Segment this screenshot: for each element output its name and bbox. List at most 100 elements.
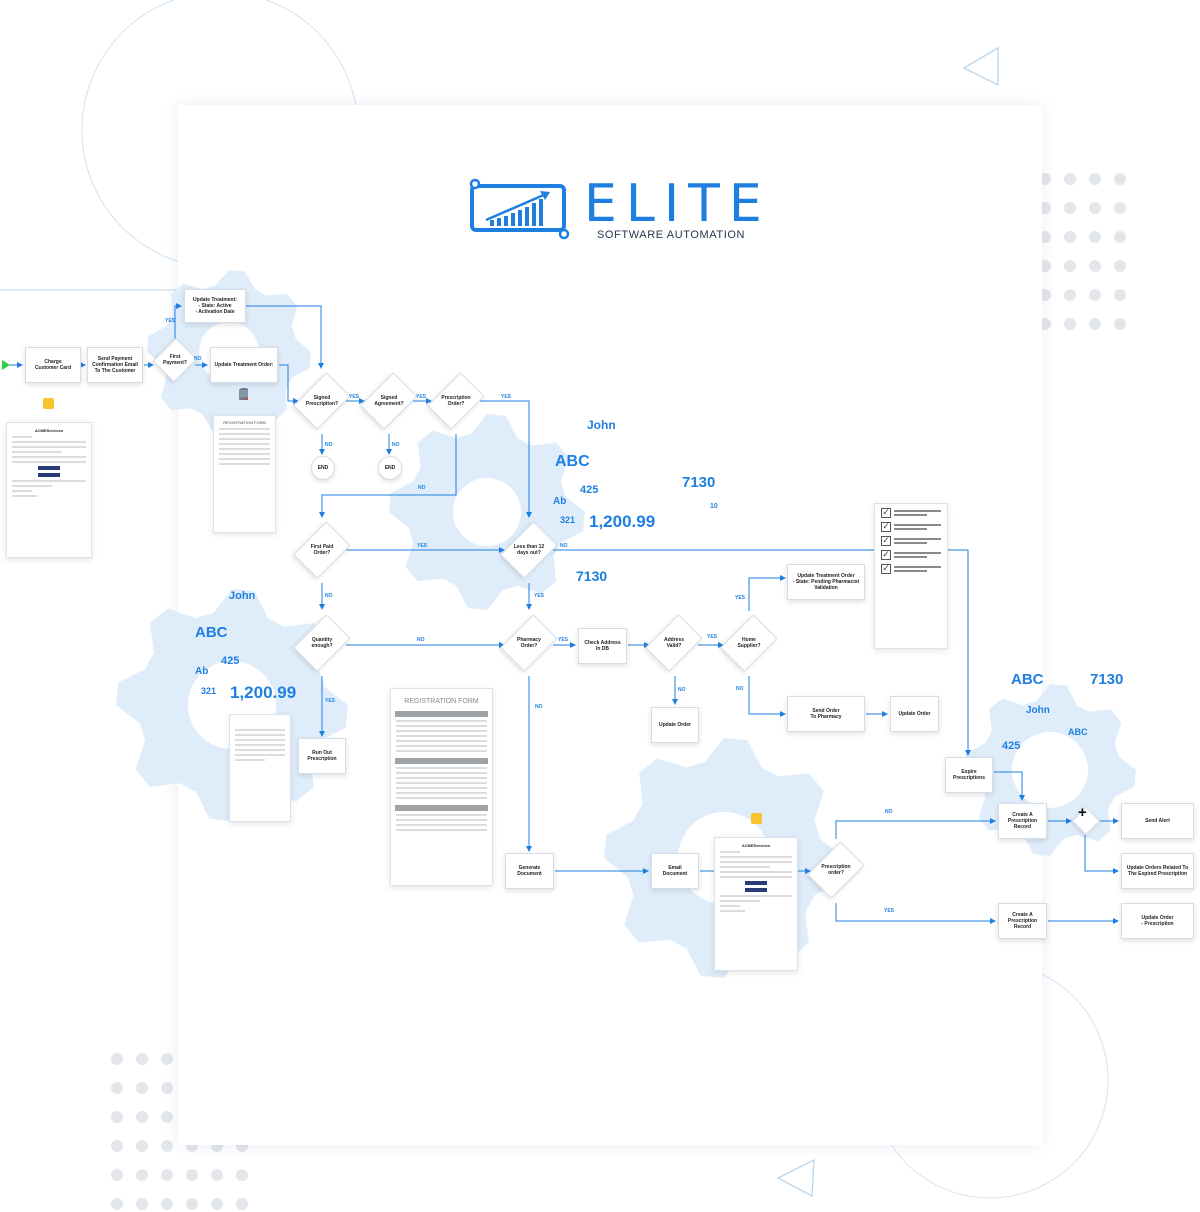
flow-connector bbox=[748, 676, 786, 717]
envelope-icon-center bbox=[751, 813, 762, 824]
flow-connector bbox=[319, 434, 457, 518]
update-orders-related-node[interactable]: Update Orders Related To The Expired Pre… bbox=[1121, 853, 1194, 889]
create-prescription-record-node-a[interactable]: Create A Prescription Record bbox=[998, 803, 1047, 839]
update-treatment-pending-node[interactable]: Update Treatment Order - State: Pending … bbox=[787, 564, 865, 600]
quantity-enough-decision[interactable]: Quantity enough? bbox=[299, 611, 345, 675]
flow-connector bbox=[174, 303, 182, 340]
generate-document-node[interactable]: Generate Document bbox=[505, 853, 554, 889]
edge-label-yes: YES bbox=[534, 593, 545, 599]
floating-john: John bbox=[229, 590, 256, 602]
prescription-order-decision-b[interactable]: Prescription order? bbox=[813, 838, 859, 902]
first-payment-decision[interactable]: First Payment? bbox=[155, 338, 195, 382]
registration-form-title: REGISTRATION FORM bbox=[223, 420, 266, 425]
send-order-pharmacy-node[interactable]: Send Order To Pharmacy bbox=[787, 696, 865, 732]
edge-label-no: NO bbox=[678, 687, 686, 693]
edge-label-no: NO bbox=[535, 704, 543, 710]
edge-label-no: NO bbox=[392, 442, 400, 448]
send-alert-node[interactable]: Send Alert bbox=[1121, 803, 1194, 839]
checklist-icon: ✓ ✓ ✓ ✓ ✓ bbox=[875, 508, 947, 574]
edge-label-yes: YES bbox=[501, 394, 512, 400]
floating-amount: 1,200.99 bbox=[230, 683, 297, 702]
edge-label-yes: YES bbox=[165, 318, 176, 324]
start-marker bbox=[2, 360, 10, 370]
flow-connector bbox=[246, 305, 324, 369]
check-address-node[interactable]: Check Address In DB bbox=[578, 628, 627, 664]
envelope-icon bbox=[43, 398, 54, 409]
edge-label-no: NO bbox=[736, 686, 744, 692]
expire-prescriptions-node[interactable]: Expire Prescriptions bbox=[945, 757, 993, 793]
floating-7130: 7130 bbox=[682, 474, 716, 491]
update-order-node-a[interactable]: Update Order bbox=[651, 707, 699, 743]
floating-7130: 7130 bbox=[1090, 671, 1124, 688]
floating-john: John bbox=[587, 418, 616, 432]
floating-7130: 7130 bbox=[576, 568, 608, 584]
charge-customer-card-node[interactable]: Charge Customer Card bbox=[25, 347, 81, 383]
floating-425: 425 bbox=[580, 484, 599, 496]
checklist-document: ✓ ✓ ✓ ✓ ✓ bbox=[874, 503, 948, 649]
floating-ab: Ab bbox=[553, 496, 567, 507]
registration-form-small: REGISTRATION FORM bbox=[213, 415, 276, 533]
floating-abc: ABC bbox=[555, 453, 590, 470]
edge-label-yes: YES bbox=[707, 634, 718, 640]
edge-label-no: NO bbox=[417, 637, 425, 643]
email-preview-left: ACMEServices bbox=[6, 422, 92, 558]
floating-abc: ABC bbox=[195, 624, 228, 641]
home-supplier-decision[interactable]: Home Supplier? bbox=[726, 611, 772, 675]
floating-amount: 1,200.99 bbox=[589, 512, 656, 531]
update-order-node-b[interactable]: Update Order bbox=[890, 696, 939, 732]
edge-label-yes: YES bbox=[416, 394, 427, 400]
update-treatment-order-node[interactable]: Update Treatment Order: bbox=[210, 347, 278, 383]
flow-connector bbox=[279, 364, 299, 404]
less-than-12-days-decision[interactable]: Less than 12 days out? bbox=[506, 518, 552, 582]
floating-john: John bbox=[1026, 705, 1050, 716]
floating-321: 321 bbox=[560, 515, 576, 525]
edge-label-yes: YES bbox=[349, 394, 360, 400]
update-order-prescription-node[interactable]: Update Order - Prescription bbox=[1121, 903, 1194, 939]
flow-connector bbox=[994, 771, 1025, 801]
registration-form-large: REGISTRATION FORM bbox=[390, 688, 493, 886]
database-icon bbox=[239, 388, 248, 400]
floating-321: 321 bbox=[201, 686, 217, 696]
prescription-order-decision[interactable]: Prescription Order? bbox=[433, 369, 479, 433]
edge-label-no: NO bbox=[325, 593, 333, 599]
edge-label-yes: YES bbox=[735, 595, 746, 601]
plus-icon: + bbox=[1078, 804, 1087, 821]
update-treatment-active-node[interactable]: Update Treatment: - State: Active - Acti… bbox=[184, 289, 246, 323]
pharmacy-order-decision[interactable]: Pharmacy Order? bbox=[506, 611, 552, 675]
elite-logo: ELITE SOFTWARE AUTOMATION bbox=[466, 174, 762, 246]
logo-wordmark: ELITE bbox=[584, 174, 771, 234]
floating-abc: ABC bbox=[1011, 671, 1044, 688]
prescription-document bbox=[229, 714, 291, 822]
floating-abc: ABC bbox=[1068, 727, 1088, 737]
email-brand: ACMEServices bbox=[34, 428, 64, 433]
email-preview-center: ACMEServices bbox=[714, 837, 798, 971]
address-valid-decision[interactable]: Address Valid? bbox=[651, 611, 697, 675]
end-node-b[interactable]: END bbox=[378, 456, 402, 480]
edge-label-no: NO bbox=[560, 543, 568, 549]
flow-connector bbox=[835, 818, 996, 839]
edge-label-no: NO bbox=[194, 356, 202, 362]
flow-connector bbox=[1084, 835, 1119, 874]
registration-form-large-title: REGISTRATION FORM bbox=[404, 698, 479, 705]
first-paid-order-decision[interactable]: First Paid Order? bbox=[299, 518, 345, 582]
logo-tagline: SOFTWARE AUTOMATION bbox=[597, 229, 746, 241]
signed-agreement-decision[interactable]: Signed Agreement? bbox=[366, 369, 412, 433]
flow-connector bbox=[748, 575, 786, 611]
edge-label-yes: YES bbox=[417, 543, 428, 549]
end-node-a[interactable]: END bbox=[311, 456, 335, 480]
flow-connector bbox=[480, 400, 532, 518]
edge-label-no: NO bbox=[325, 442, 333, 448]
floating-425: 425 bbox=[1002, 740, 1021, 752]
email-brand-center: ACMEServices bbox=[741, 843, 771, 848]
run-out-prescription-node[interactable]: Run Out Prescription bbox=[298, 738, 346, 774]
edge-label-yes: YES bbox=[884, 908, 895, 914]
floating-10: 10 bbox=[710, 503, 718, 510]
send-payment-confirmation-node[interactable]: Send Payment Confirmation Email To The C… bbox=[87, 347, 143, 383]
edge-label-yes: YES bbox=[558, 637, 569, 643]
floating-ab: Ab bbox=[195, 666, 209, 677]
email-document-node[interactable]: Email Document bbox=[651, 853, 699, 889]
create-prescription-record-node-b[interactable]: Create A Prescription Record bbox=[998, 903, 1047, 939]
flow-connector bbox=[835, 903, 996, 924]
signed-prescription-decision[interactable]: Signed Prescription? bbox=[299, 369, 345, 433]
